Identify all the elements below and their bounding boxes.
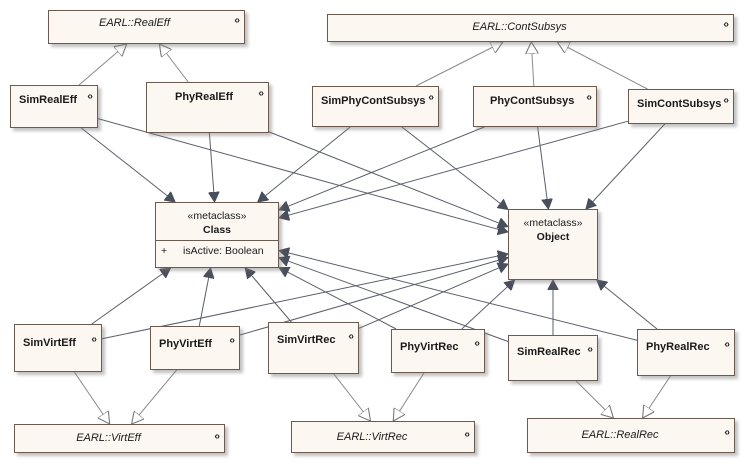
generalization-phyvirteff-to-virteff[interactable]	[132, 369, 178, 424]
class-phycont[interactable]: PhyContSubsys ‹›	[473, 86, 597, 127]
generalization-phyrealeff-to-realeff[interactable]	[159, 44, 189, 83]
chevron-toggle-icon[interactable]: ‹›	[586, 92, 592, 103]
generalization-simcont-to-contsubsys[interactable]	[557, 42, 648, 90]
class-phyvirtrec[interactable]: PhyVirtRec ‹›	[391, 329, 485, 373]
extension-phyrealeff-to-object[interactable]	[268, 131, 508, 227]
class-simrealeff[interactable]: SimRealEff ‹›	[10, 85, 98, 128]
chevron-toggle-icon[interactable]: ‹›	[724, 339, 730, 350]
generalization-phyrealrec-to-realrec[interactable]	[643, 375, 671, 418]
chevron-toggle-icon[interactable]: ‹›	[587, 344, 593, 355]
class-name: EARL::VirtRec	[336, 431, 408, 443]
class-name: SimVirtRec	[277, 334, 336, 346]
class-name: SimRealRec	[517, 346, 581, 358]
extension-phyvirtrec-to-object[interactable]	[461, 280, 515, 330]
extension-simcont-to-object[interactable]	[586, 123, 666, 209]
metaclass-name: Object	[536, 231, 570, 243]
extension-phyvirtrec-to-class[interactable]	[279, 268, 397, 330]
class-simvirteff[interactable]: SimVirtEff ‹›	[14, 324, 102, 372]
class-name: SimVirtEff	[23, 337, 76, 349]
extension-simvirtrec-to-class[interactable]	[245, 268, 292, 323]
chevron-toggle-icon[interactable]: ‹›	[428, 92, 434, 103]
class-earl-contsubsys[interactable]: EARL::ContSubsys ‹›	[327, 14, 734, 42]
chevron-toggle-icon[interactable]: ‹›	[87, 91, 93, 102]
class-simvirtrec[interactable]: SimVirtRec ‹›	[268, 322, 359, 374]
extension-phyrealrec-to-class[interactable]	[279, 251, 638, 341]
attribute-isactive[interactable]: + isActive: Boolean	[161, 245, 264, 257]
class-name: PhyContSubsys	[490, 95, 575, 107]
generalization-simvirtrec-to-virtrec[interactable]	[333, 373, 371, 421]
class-phyvirteff[interactable]: PhyVirtEff ‹›	[150, 326, 240, 370]
extension-simrealrec-to-class[interactable]	[279, 258, 509, 342]
metaclass-class[interactable]: «metaclass» Class + isActive: Boolean	[155, 202, 279, 268]
attribute-text: isActive: Boolean	[183, 245, 264, 257]
class-name: PhyVirtRec	[400, 341, 459, 353]
extension-phyvirteff-to-class[interactable]	[198, 268, 210, 327]
class-earl-virteff[interactable]: EARL::VirtEff ‹›	[14, 424, 225, 453]
compartment-divider	[156, 240, 278, 241]
class-name: EARL::VirtEff	[76, 432, 141, 444]
extension-phyrealrec-to-object[interactable]	[597, 280, 658, 330]
generalization-simrealrec-to-realrec[interactable]	[575, 380, 613, 418]
class-name: EARL::ContSubsys	[472, 21, 567, 33]
chevron-toggle-icon[interactable]: ‹›	[474, 338, 480, 349]
generalization-simrealeff-to-realeff[interactable]	[78, 44, 127, 86]
class-name: SimContSubsys	[637, 98, 722, 110]
generalization-phyvirtrec-to-virtrec[interactable]	[393, 372, 425, 421]
extension-simcont-to-class[interactable]	[279, 120, 629, 218]
chevron-toggle-icon[interactable]: ‹›	[723, 95, 729, 106]
metaclass-name: Class	[202, 224, 232, 236]
stereotype-label: «metaclass»	[187, 210, 247, 222]
generalization-simvirteff-to-virteff[interactable]	[73, 371, 109, 424]
class-earl-realrec[interactable]: EARL::RealRec ‹›	[527, 418, 735, 453]
extension-phyrealeff-to-class[interactable]	[209, 132, 214, 202]
generalization-simphycont-to-contsubsys[interactable]	[415, 42, 503, 87]
class-earl-virtrec[interactable]: EARL::VirtRec ‹›	[291, 421, 475, 453]
class-earl-realeff[interactable]: EARL::RealEff ‹›	[48, 10, 245, 44]
class-name: PhyVirtEff	[159, 338, 212, 350]
stereotype-label: «metaclass»	[523, 217, 583, 229]
class-name: EARL::RealEff	[99, 17, 170, 29]
chevron-toggle-icon[interactable]: ‹›	[229, 335, 235, 346]
class-name: EARL::RealRec	[581, 429, 659, 441]
chevron-toggle-icon[interactable]: ‹›	[464, 429, 470, 440]
class-simphycont[interactable]: SimPhyContSubsys ‹›	[312, 86, 439, 127]
extension-simphycont-to-class[interactable]	[258, 126, 351, 202]
class-name: SimRealEff	[19, 94, 78, 106]
chevron-toggle-icon[interactable]: ‹›	[724, 427, 730, 438]
extension-simvirteff-to-object[interactable]	[101, 254, 508, 340]
chevron-toggle-icon[interactable]: ‹›	[91, 334, 97, 345]
chevron-toggle-icon[interactable]: ‹›	[234, 15, 240, 26]
extension-simrealeff-to-class[interactable]	[80, 127, 175, 202]
class-name: SimPhyContSubsys	[321, 95, 426, 107]
chevron-toggle-icon[interactable]: ‹›	[214, 431, 220, 442]
class-phyrealrec[interactable]: PhyRealRec ‹›	[637, 329, 735, 376]
extension-phycont-to-class[interactable]	[279, 126, 485, 210]
metaclass-object[interactable]: «metaclass» Object	[508, 209, 598, 280]
chevron-toggle-icon[interactable]: ‹›	[723, 19, 729, 30]
extension-simrealeff-to-object[interactable]	[97, 118, 508, 232]
class-name: PhyRealEff	[175, 91, 234, 103]
chevron-toggle-icon[interactable]: ‹›	[348, 331, 354, 342]
extension-simvirteff-to-class[interactable]	[91, 268, 171, 325]
extension-phycont-to-object[interactable]	[537, 126, 549, 209]
chevron-toggle-icon[interactable]: ‹›	[258, 88, 264, 99]
generalization-phycont-to-contsubsys[interactable]	[531, 42, 534, 87]
class-name: PhyRealRec	[646, 341, 710, 353]
class-simcont[interactable]: SimContSubsys ‹›	[628, 89, 734, 124]
visibility-marker: +	[161, 245, 168, 257]
extension-simvirtrec-to-object[interactable]	[358, 264, 508, 329]
extension-simphycont-to-object[interactable]	[401, 126, 508, 210]
class-simrealrec[interactable]: SimRealRec ‹›	[508, 335, 598, 381]
class-phyrealeff[interactable]: PhyRealEff ‹›	[146, 82, 269, 133]
